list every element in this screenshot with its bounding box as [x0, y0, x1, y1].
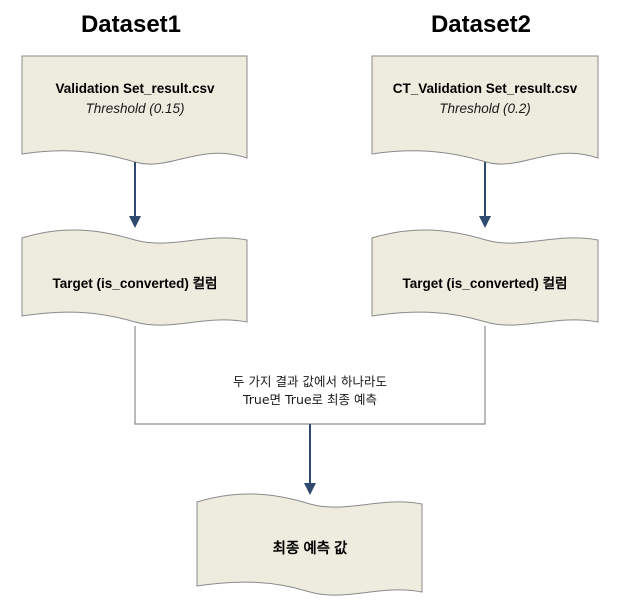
merge-condition-line1: 두 가지 결과 값에서 하나라도 [233, 374, 387, 389]
right-target-label: Target (is_converted) 컬럼 [403, 276, 568, 291]
final-prediction-document: 최종 예측 값 [196, 493, 423, 596]
right-source-document: CT_Validation Set_result.csv Threshold (… [371, 55, 599, 165]
right-source-title: CT_Validation Set_result.csv [393, 81, 578, 96]
dataset2-heading: Dataset2 [431, 11, 531, 38]
dataset1-heading: Dataset1 [81, 11, 181, 38]
right-arrow-to-target [479, 162, 491, 228]
left-target-label: Target (is_converted) 컬럼 [53, 276, 218, 291]
left-source-title: Validation Set_result.csv [55, 81, 215, 96]
left-target-document: Target (is_converted) 컬럼 [21, 229, 248, 326]
merge-arrow-to-final [304, 424, 316, 495]
left-arrow-to-target [129, 162, 141, 228]
merge-condition-line2: True면 True로 최종 예측 [242, 392, 377, 407]
left-source-document: Validation Set_result.csv Threshold (0.1… [21, 55, 248, 165]
right-target-document: Target (is_converted) 컬럼 [371, 229, 599, 326]
final-prediction-label: 최종 예측 값 [273, 539, 348, 557]
right-source-threshold: Threshold (0.2) [439, 101, 531, 116]
left-source-threshold: Threshold (0.15) [85, 101, 184, 116]
